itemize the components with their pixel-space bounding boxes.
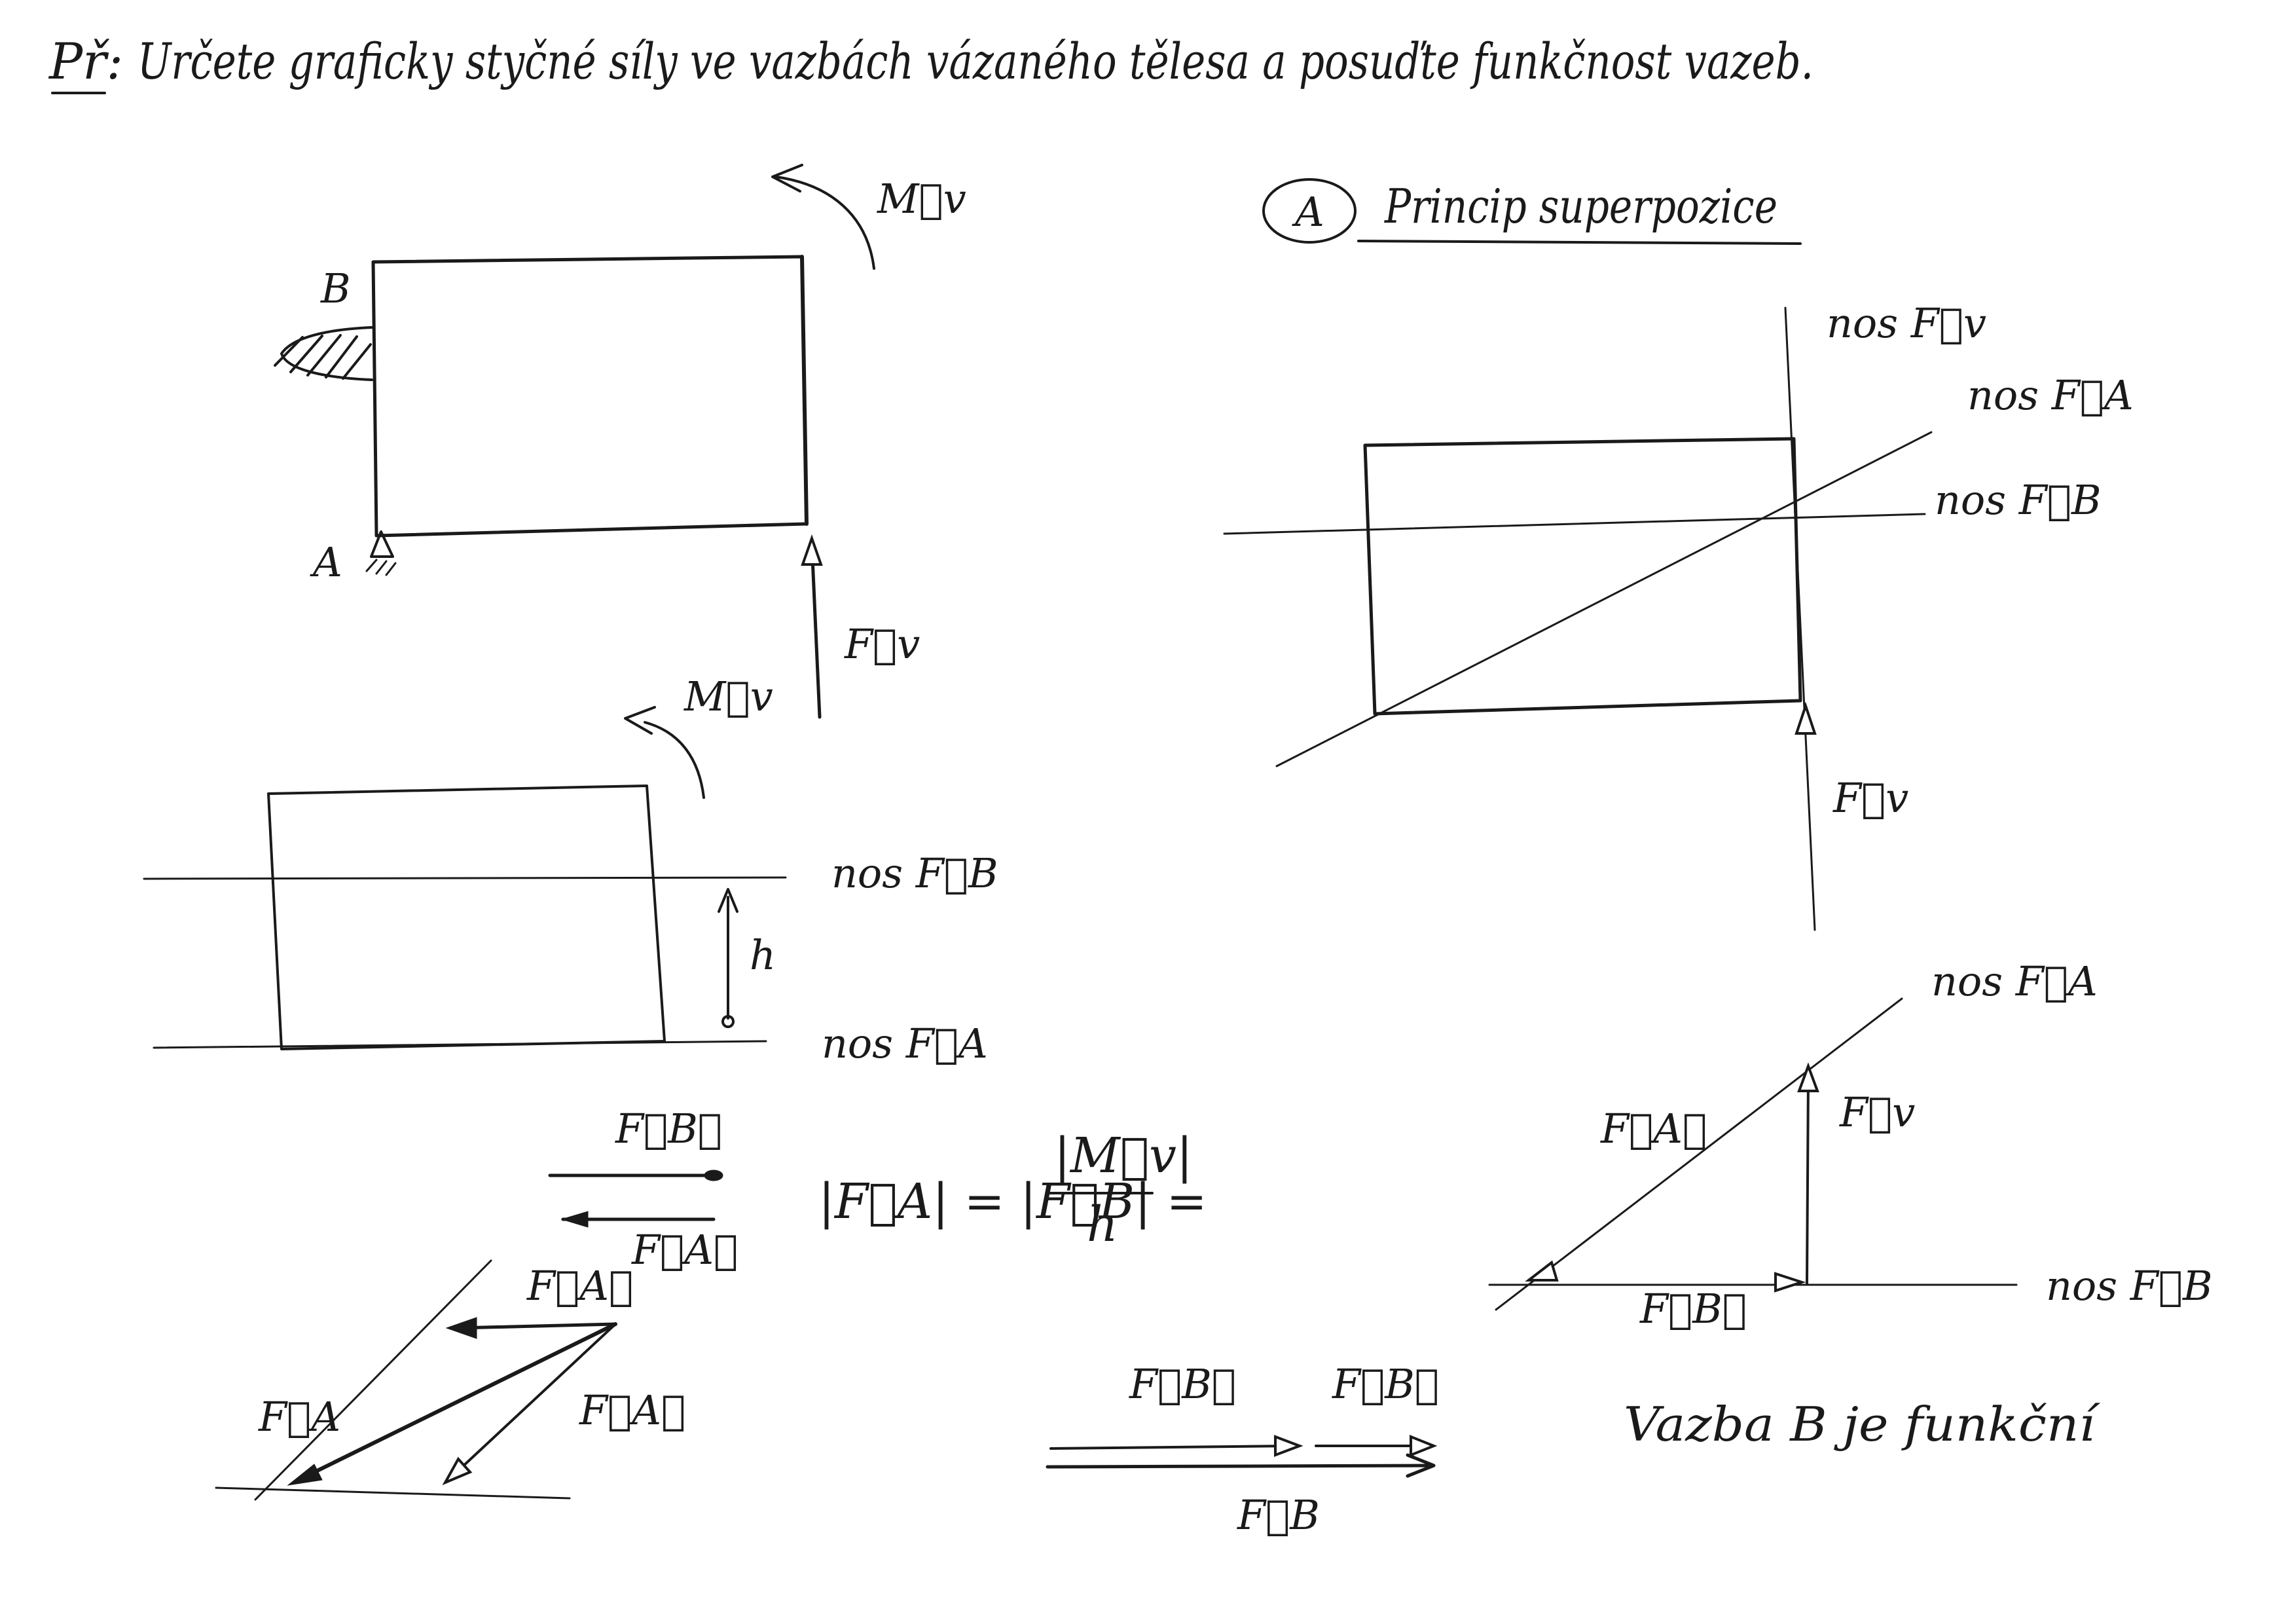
triangle1-label-FA1: F⃗A① xyxy=(1600,1105,1707,1153)
support-B-icon xyxy=(274,326,373,381)
couple-FA2-arrowhead xyxy=(560,1211,589,1228)
superposition-Fv-arrowhead xyxy=(1795,701,1817,735)
superposition-line-osFv xyxy=(1784,306,1816,931)
triangleA-label-FA1: F⃗A① xyxy=(579,1386,685,1434)
figure1-right-edge xyxy=(800,255,809,526)
figure2-line-osFA xyxy=(153,1040,767,1049)
figure2-line-osFB xyxy=(143,876,787,880)
sumB-FB1-arrow xyxy=(1049,1445,1294,1450)
figure1-body-diagram: B A M⃗v F⃗v xyxy=(274,164,966,719)
sumB-FB-resultant xyxy=(1046,1464,1429,1469)
title-text: Určete graficky styčné síly ve vazbách v… xyxy=(137,32,1813,90)
figure1-moment-arc xyxy=(774,175,875,270)
figure2-h-origin xyxy=(721,1015,735,1028)
figure2-label-h: h xyxy=(750,931,776,979)
FA-direction-line xyxy=(254,1259,492,1501)
figure2-moment-diagram: h M⃗v nos F⃗B nos F⃗A xyxy=(143,673,998,1067)
conclusion-text: Vazba B je funkční xyxy=(1624,1397,2101,1452)
title-prefix: Př: xyxy=(48,32,123,90)
figure1-label-Mv: M⃗v xyxy=(877,175,966,223)
figure2-moment-arrowhead xyxy=(624,706,656,735)
force-triangle-1: nos F⃗A F⃗A① F⃗v F⃗B① nos F⃗B xyxy=(1488,957,2213,1333)
superposition-heading-underline xyxy=(1357,240,1802,245)
couple-label-FB2: F⃗B② xyxy=(615,1105,722,1153)
sumB-FB1-arrowhead xyxy=(1274,1435,1303,1457)
triangle1-FA1-arrowhead xyxy=(1525,1260,1559,1282)
sumB-label-FB1: F⃗B① xyxy=(1129,1360,1236,1408)
superposition-circle-label: A xyxy=(1292,188,1324,236)
FA2-vector xyxy=(456,1322,617,1330)
superposition-label-Fv: F⃗v xyxy=(1832,774,1908,822)
FA-base-line xyxy=(215,1486,571,1500)
FA1-vector-arrowhead xyxy=(442,1456,473,1486)
figure1-Fv-line xyxy=(810,542,822,719)
FA2-vector-arrowhead xyxy=(445,1317,477,1339)
support-A-icon xyxy=(365,530,397,576)
FA1-vector xyxy=(450,1323,617,1478)
triangle1-label-FB1: F⃗B① xyxy=(1639,1285,1747,1333)
figure2-label-osFB: nos F⃗B xyxy=(831,849,998,897)
triangle1-line-osFA xyxy=(1495,997,1903,1311)
figure1-moment-arrowhead xyxy=(771,164,803,193)
superposition-line-osFB xyxy=(1223,513,1926,535)
triangle1-label-osFA: nos F⃗A xyxy=(1931,957,2098,1005)
superposition-label-osFv: nos F⃗v xyxy=(1827,299,1986,347)
figure1-label-B: B xyxy=(320,265,351,312)
triangle1-FB1-arrowhead xyxy=(1774,1272,1806,1293)
figure1-label-A: A xyxy=(310,538,342,586)
triangleA-label-FA2: F⃗A② xyxy=(526,1262,633,1310)
couple-label-FA2: F⃗A② xyxy=(631,1226,738,1274)
figure2-h-arrowhead xyxy=(718,888,738,913)
superposition-diagram: A Princip superpozice nos F⃗v nos F⃗A no… xyxy=(1223,178,2134,931)
figure1-rectangle xyxy=(371,255,809,538)
sumB-label-FB2: F⃗B② xyxy=(1332,1360,1439,1408)
sumB-FB-arrowhead xyxy=(1406,1453,1436,1478)
FB-vector-sum: F⃗B① F⃗B② F⃗B xyxy=(1046,1360,1439,1539)
superposition-heading: Princip superpozice xyxy=(1383,179,1777,234)
figure2-rectangle xyxy=(267,784,666,1050)
triangleA-label-FA: F⃗A xyxy=(258,1393,340,1441)
superposition-circle xyxy=(1262,178,1357,244)
figure2-moment-arc xyxy=(644,721,705,799)
superposition-rectangle xyxy=(1363,437,1802,716)
triangle1-label-osFB: nos F⃗B xyxy=(2046,1262,2213,1310)
figure2-label-Mv: M⃗v xyxy=(683,673,773,720)
triangle1-Fv-vector xyxy=(1806,1076,1810,1285)
superposition-label-osFB: nos F⃗B xyxy=(1935,476,2102,524)
sumB-FB2-arrowhead xyxy=(1410,1435,1438,1457)
FA-vector-triangle: F⃗A② F⃗A① F⃗A xyxy=(215,1259,685,1501)
superposition-line-osFA xyxy=(1275,431,1933,767)
triangle1-Fv-arrowhead xyxy=(1797,1062,1819,1092)
couple-FB2-arrowhead xyxy=(704,1170,723,1181)
figure1-label-Fv: F⃗v xyxy=(844,620,920,668)
couple-equation-left: |F⃗A| = |F⃗B| = xyxy=(818,1173,1207,1230)
couple-diagram: F⃗B② F⃗A② |F⃗A| = |F⃗B| = |M⃗v| h xyxy=(548,1105,1207,1274)
sumB-label-FB: F⃗B xyxy=(1237,1491,1320,1539)
couple-equation-denominator: h xyxy=(1087,1196,1118,1253)
triangle1-label-Fv: F⃗v xyxy=(1839,1088,1915,1136)
figure2-label-osFA: nos F⃗A xyxy=(822,1020,988,1067)
FA-resultant-arrowhead xyxy=(287,1464,323,1486)
superposition-label-osFA: nos F⃗A xyxy=(1967,371,2134,419)
couple-equation-numerator: |M⃗v| xyxy=(1054,1128,1193,1184)
figure1-Fv-arrowhead xyxy=(801,534,823,566)
FA-resultant-vector xyxy=(299,1322,617,1481)
